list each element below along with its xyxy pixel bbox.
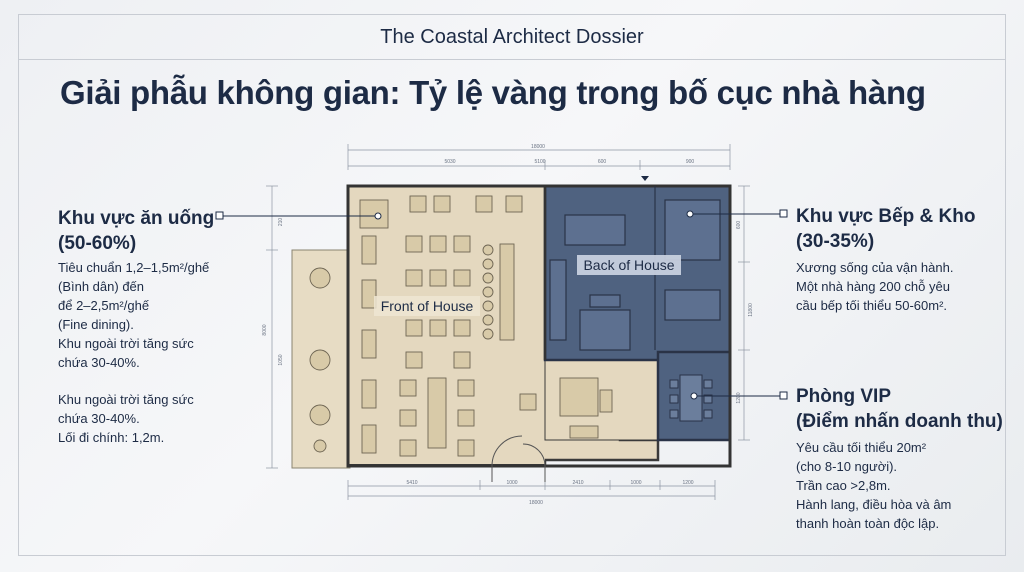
brand-title: The Coastal Architect Dossier (380, 26, 644, 48)
dim-bottom-1: 5410 (406, 480, 417, 486)
dim-bottom-total: 18000 (529, 500, 543, 506)
dim-top-3: 5100 (534, 159, 545, 165)
dimension-lines-right (738, 185, 750, 441)
dimension-lines-left (266, 185, 278, 469)
dim-right-3: 1200 (736, 392, 742, 403)
boh-label-bg (577, 255, 681, 275)
foh-label: Front of House (381, 298, 474, 314)
kitchen-heading-1: Khu vực Bếp & Kho (796, 206, 976, 227)
dim-top-total: 18000 (531, 144, 545, 150)
dimension-lines-bottom (347, 480, 716, 500)
outdoor-tables (309, 267, 331, 453)
dining-line: Khu ngoài trời tăng sức (58, 336, 194, 351)
dining-description: Tiêu chuẩn 1,2–1,5m²/ghế (Bình dân) đến … (58, 258, 258, 447)
vip-line: (cho 8-10 người). (796, 459, 898, 474)
dining-line: Tiêu chuẩn 1,2–1,5m²/ghế (58, 260, 210, 275)
foh-label-bg (374, 296, 480, 316)
dim-left-1: 210 (278, 218, 284, 227)
dim-right-1: 600 (736, 221, 742, 230)
bar-stools (482, 244, 494, 340)
dining-line: (Fine dining). (58, 317, 134, 332)
dim-bottom-2: 1000 (506, 480, 517, 486)
dining-line: để 2–2,5m²/ghế (58, 298, 150, 313)
boh-label: Back of House (583, 257, 674, 273)
dim-bottom-5: 1200 (682, 480, 693, 486)
vip-panel: Phòng VIP (Điểm nhấn doanh thu) Yêu cầu … (796, 384, 1016, 533)
vip-line: Trần cao >2,8m. (796, 478, 891, 493)
dining-line: Khu ngoài trời tăng sức (58, 392, 194, 407)
kitchen-line: Một nhà hàng 200 chỗ yêu (796, 279, 950, 294)
dining-heading-2: (50-60%) (58, 233, 137, 254)
kitchen-panel: Khu vực Bếp & Kho (30-35%) Xương sống củ… (796, 204, 996, 315)
dim-right-2: 11800 (748, 303, 754, 317)
header-bar: The Coastal Architect Dossier (18, 14, 1006, 60)
dim-top-2: 600 (598, 159, 607, 165)
dining-line: (Bình dân) đến (58, 279, 145, 294)
entrance-door (491, 435, 546, 482)
kitchen-line: cầu bếp tối thiểu 50-60m². (796, 298, 948, 313)
dim-left-3: 1050 (278, 354, 284, 365)
vip-line: thanh hoàn toàn độc lập. (796, 516, 940, 531)
dining-tables (359, 195, 613, 457)
dining-line: chứa 30-40%. (58, 411, 140, 426)
vip-description: Yêu cầu tối thiểu 20m² (cho 8-10 người).… (796, 438, 1016, 533)
leader-lines (222, 213, 782, 397)
dim-top-4: 900 (686, 159, 695, 165)
kitchen-line: Xương sống của vận hành. (796, 260, 954, 275)
dim-left-2: 8000 (262, 324, 268, 335)
kitchen-fixtures (549, 186, 721, 351)
kitchen-heading-2: (30-35%) (796, 231, 875, 252)
vip-line: Hành lang, điều hòa và âm (796, 497, 952, 512)
entry-marker-icon (641, 176, 649, 181)
vip-table (669, 374, 713, 422)
dim-bottom-4: 1000 (630, 480, 641, 486)
leader-endpoints (215, 209, 788, 400)
dim-top-1: 5030 (444, 159, 455, 165)
dining-line: Lối đi chính: 1,2m. (58, 430, 165, 445)
dining-heading-1: Khu vực ăn uống (58, 208, 215, 229)
vip-line: Yêu cầu tối thiểu 20m² (796, 440, 927, 455)
outer-wall (346, 184, 732, 468)
dining-panel: Khu vực ăn uống (50-60%) Tiêu chuẩn 1,2–… (58, 206, 258, 447)
dimension-lines-top (347, 144, 731, 170)
front-of-house-fill (349, 187, 545, 464)
kitchen-description: Xương sống của vận hành. Một nhà hàng 20… (796, 258, 996, 315)
slide-frame (18, 14, 1006, 556)
page-title: Giải phẫu không gian: Tỷ lệ vàng trong b… (60, 74, 926, 111)
dim-bottom-3: 2410 (572, 480, 583, 486)
vip-heading-2: (Điểm nhấn doanh thu) (796, 411, 1003, 432)
dining-line: chứa 30-40%. (58, 355, 140, 370)
vip-heading-1: Phòng VIP (796, 386, 891, 407)
